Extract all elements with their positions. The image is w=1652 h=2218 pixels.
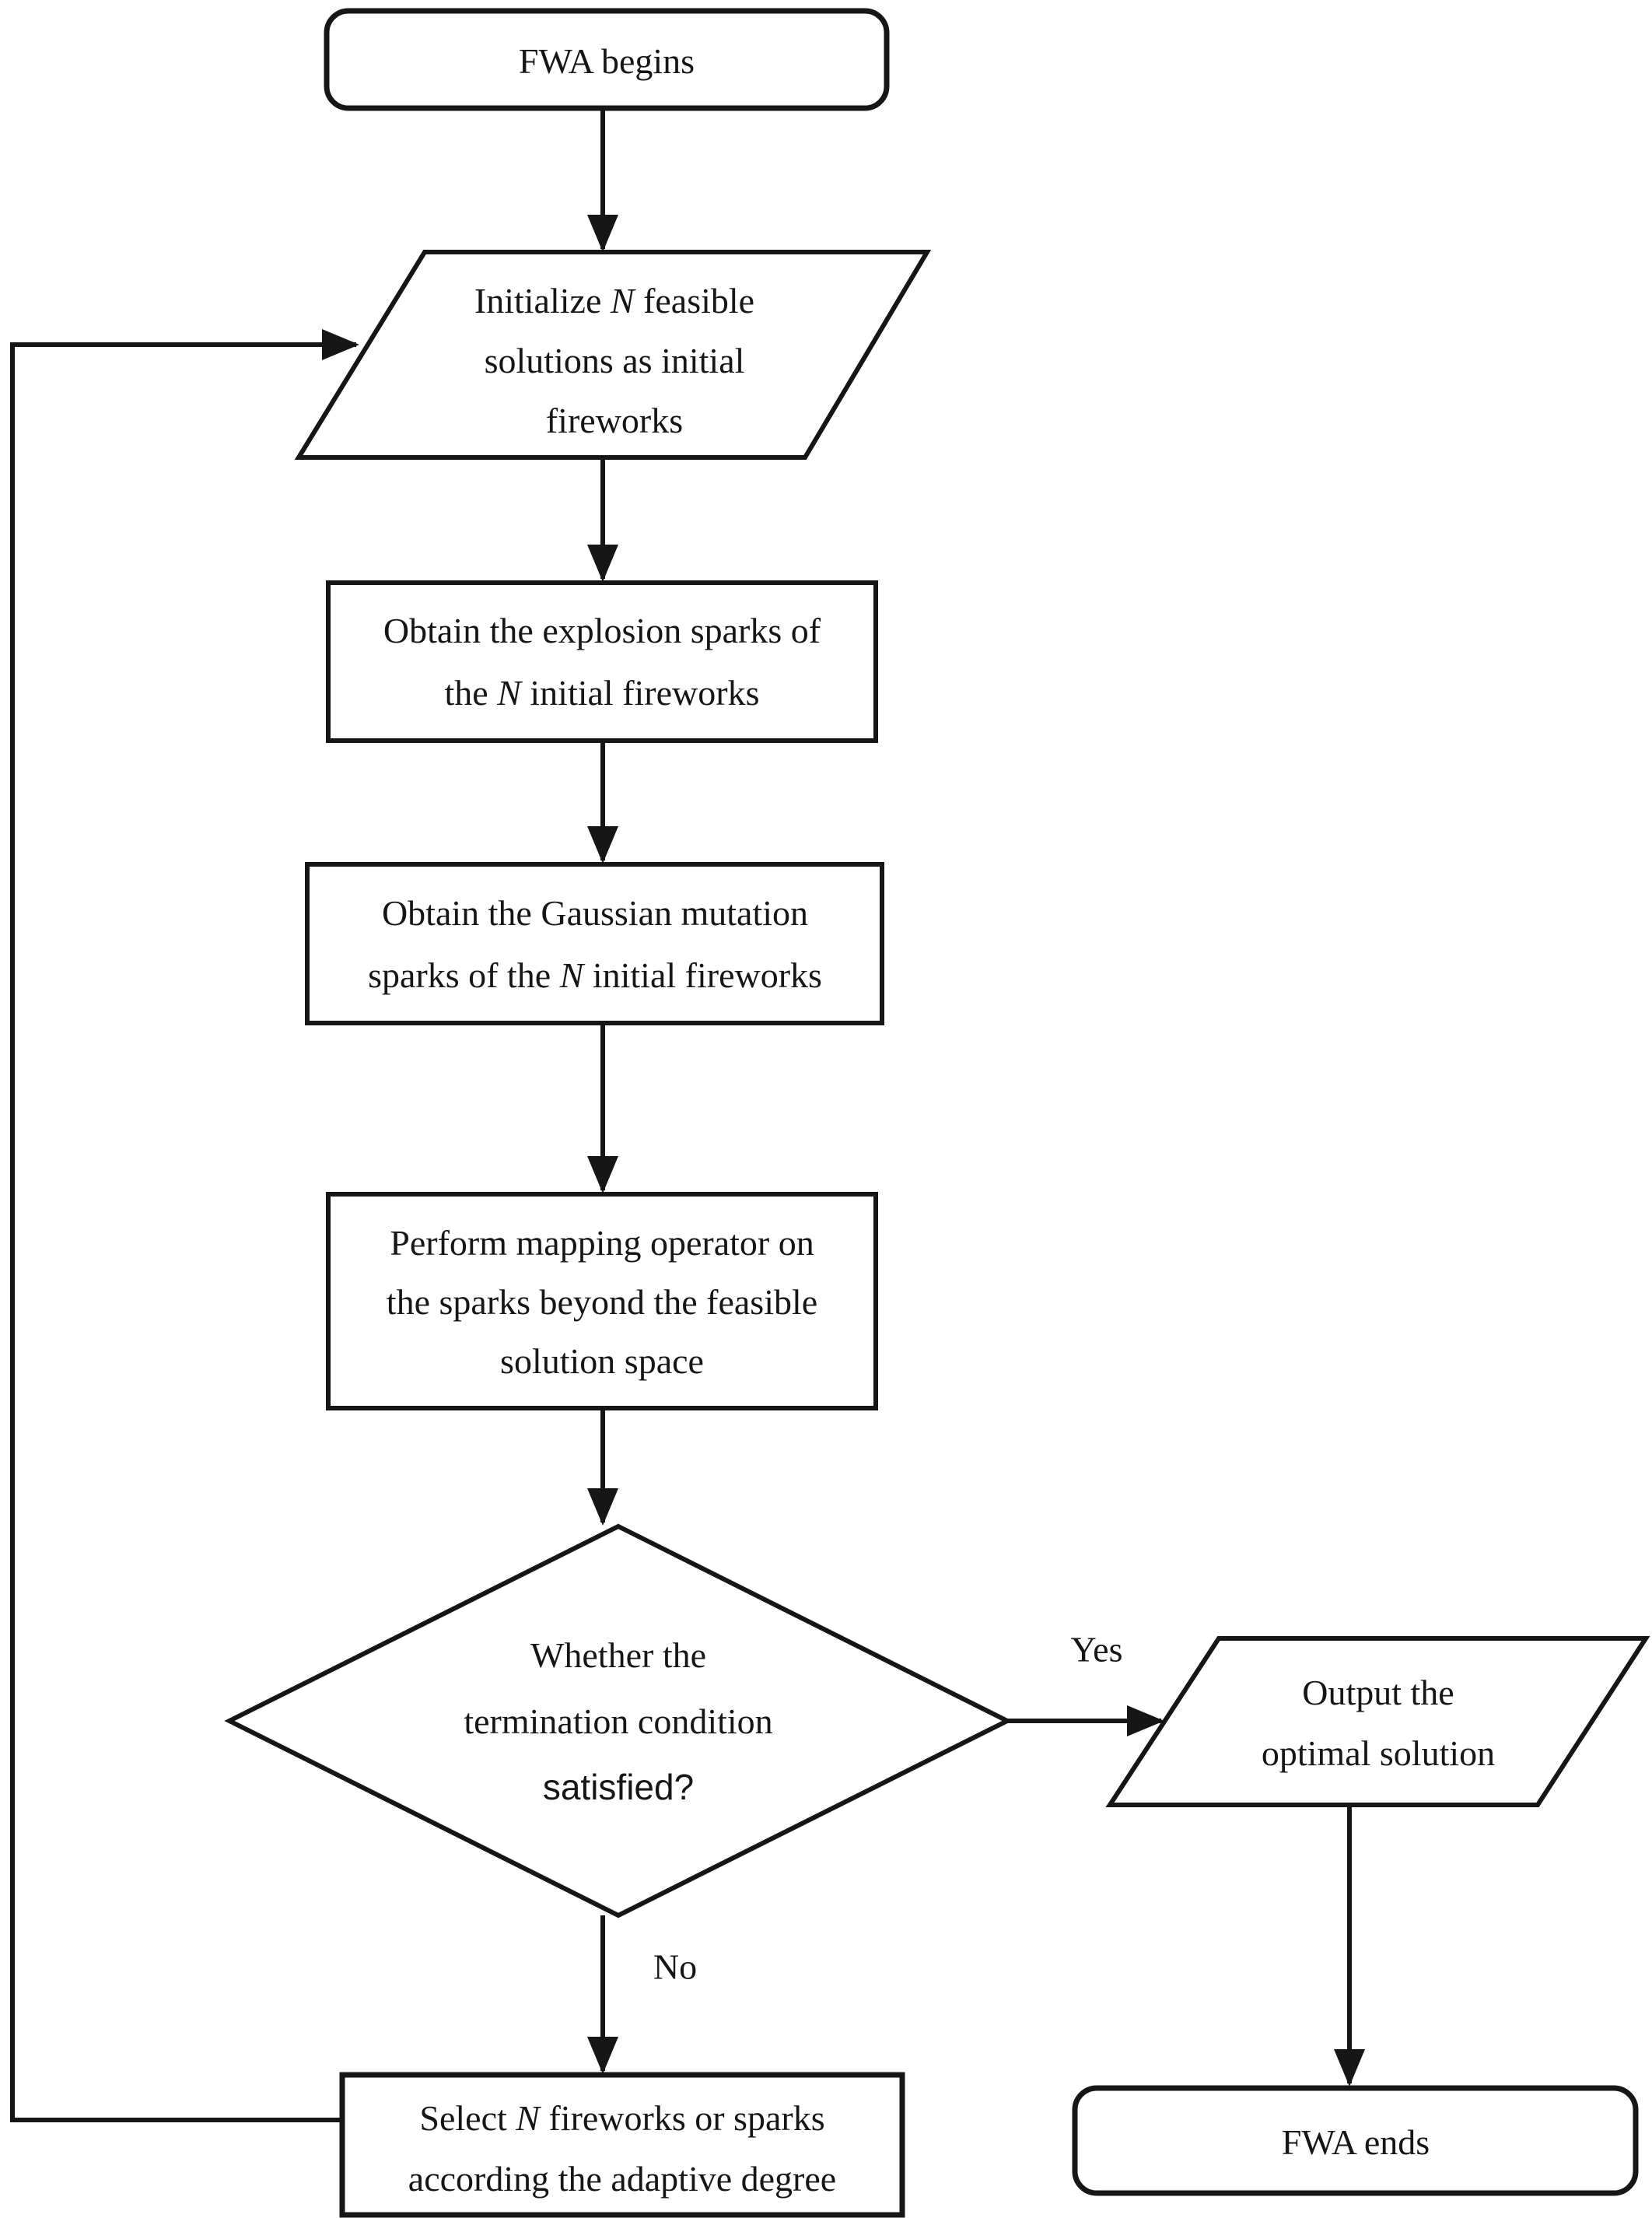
end-text: FWA ends (1282, 2122, 1430, 2162)
node-select-fireworks: Select N fireworks or sparks according t… (339, 2072, 905, 2218)
explosion-rect-shape (326, 580, 878, 743)
node-mapping-operator: Perform mapping operator on the sparks b… (326, 1192, 878, 1410)
select-rect-shape (339, 2072, 905, 2218)
decision-text-line2: termination condition (464, 1701, 772, 1741)
mapping-rect-shape (326, 1192, 878, 1410)
initialize-text-line1: Initialize N feasible (474, 281, 754, 321)
explosion-text-line1: Obtain the explosion sparks of (383, 611, 821, 650)
gaussian-text-line2: sparks of the N initial fireworks (368, 955, 822, 995)
node-end: FWA ends (1072, 2085, 1639, 2196)
initialize-text-line3: fireworks (546, 401, 683, 440)
start-terminator-shape (324, 8, 890, 111)
no-label: No (653, 1947, 697, 1987)
mapping-text-line1: Perform mapping operator on (390, 1223, 814, 1263)
output-text-line1: Output the (1302, 1673, 1454, 1712)
gaussian-rect-shape (305, 862, 884, 1025)
mapping-text-line3: solution space (500, 1341, 704, 1381)
initialize-text-line2: solutions as initial (485, 341, 745, 380)
explosion-text-line2: the N initial fireworks (445, 673, 760, 713)
node-explosion-sparks: Obtain the explosion sparks of the N ini… (326, 580, 878, 743)
select-text-line2: according the adaptive degree (408, 2159, 836, 2199)
node-start: FWA begins (324, 8, 890, 111)
node-gaussian-mutation: Obtain the Gaussian mutation sparks of t… (305, 862, 884, 1025)
start-text: FWA begins (519, 41, 695, 81)
output-parallelogram-shape (1105, 1636, 1650, 1807)
connector-loop-select-to-init (10, 329, 359, 2122)
select-text-line1: Select N fireworks or sparks (419, 2098, 824, 2138)
node-termination-decision: Whether the termination condition satisf… (224, 1523, 1013, 1918)
gaussian-text-line1: Obtain the Gaussian mutation (382, 893, 808, 933)
output-text-line2: optimal solution (1262, 1733, 1495, 1773)
node-initialize: Initialize N feasible solutions as initi… (294, 250, 932, 460)
decision-text-line1: Whether the (530, 1635, 706, 1675)
connector-decision-yes-output: Yes (1007, 1630, 1164, 1736)
end-terminator-shape (1072, 2085, 1639, 2196)
decision-text-line3: satisfied? (543, 1767, 694, 1807)
connector-decision-no-select: No (587, 1915, 697, 2074)
initialize-parallelogram-shape (294, 250, 932, 460)
loop-arrow (10, 329, 359, 2122)
decision-diamond-shape (224, 1523, 1013, 1918)
node-output-solution: Output the optimal solution (1105, 1636, 1650, 1807)
mapping-text-line2: the sparks beyond the feasible (387, 1282, 817, 1322)
yes-label: Yes (1071, 1630, 1123, 1670)
